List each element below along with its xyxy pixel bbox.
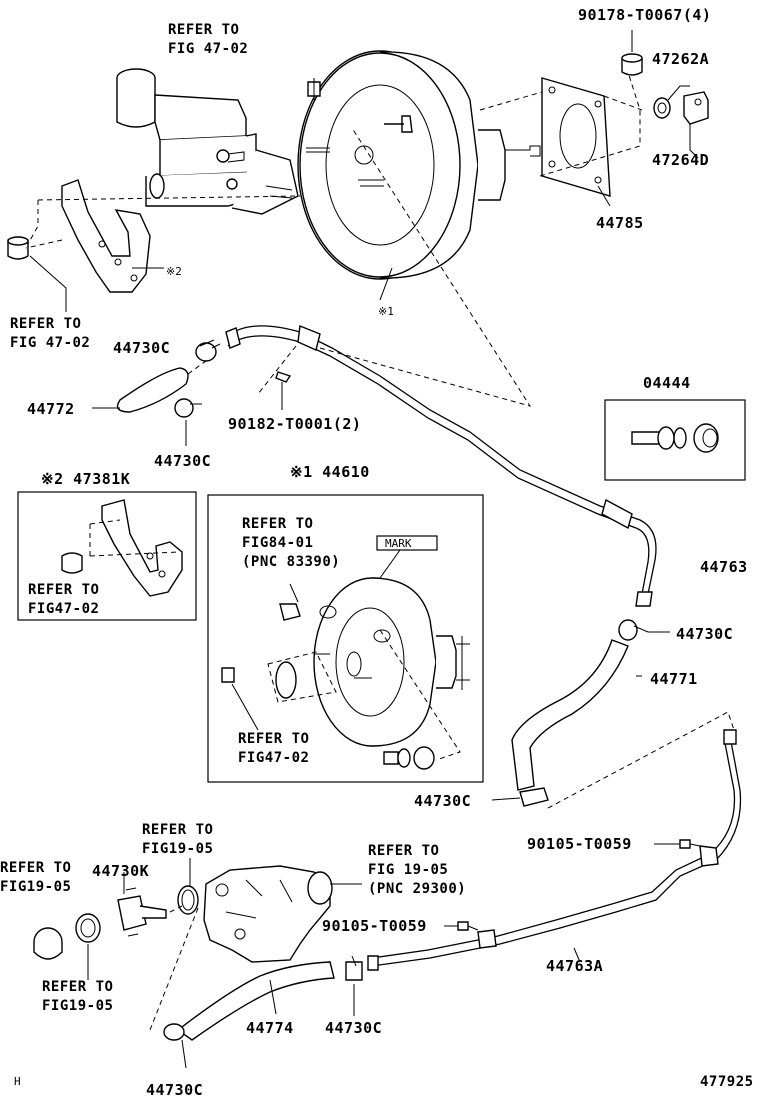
nut-icon <box>621 53 643 76</box>
label-47262a: 47262A <box>652 50 709 68</box>
mark-1-top: ※1 <box>378 305 394 318</box>
bolt-icon <box>679 839 701 849</box>
hose-clamp-icon <box>174 398 202 418</box>
sensor-icon <box>279 603 301 621</box>
gasket-drawing <box>541 77 611 197</box>
union-fitting-icon <box>117 887 167 937</box>
hose-drawing <box>511 639 629 791</box>
label-44785: 44785 <box>596 214 644 232</box>
nut-icon <box>221 667 235 683</box>
hose-clamp-icon <box>519 787 549 807</box>
washer-icon <box>653 97 671 119</box>
label-90178-t0067: 90178-T0067(4) <box>578 6 711 24</box>
box2-title: ※2 47381K <box>41 470 130 488</box>
label-44730c-a: 44730C <box>113 339 170 357</box>
mark-2-top: ※2 <box>166 265 182 278</box>
label-44730c-f: 44730C <box>146 1081 203 1099</box>
o-ring-icon <box>177 885 199 915</box>
check-valve-detail-icon <box>383 746 435 770</box>
label-90105-t0059-a: 90105-T0059 <box>527 835 632 853</box>
label-44730c-e: 44730C <box>325 1019 382 1037</box>
label-44772: 44772 <box>27 400 75 418</box>
vacuum-pipe-drawing <box>225 325 657 607</box>
repair-kit-box <box>604 399 746 481</box>
nut-icon <box>61 552 83 574</box>
brake-booster-detail-drawing <box>275 577 470 747</box>
hose-clamp-icon <box>195 339 221 362</box>
diagram-id: 477925 <box>700 1074 754 1090</box>
label-90105-t0059-b: 90105-T0059 <box>322 917 427 935</box>
booster-assembly-box <box>207 494 484 783</box>
cap-icon <box>33 927 63 960</box>
master-cylinder-drawing <box>116 68 299 215</box>
grommet-icon <box>275 371 292 383</box>
label-44774: 44774 <box>246 1019 294 1037</box>
hose-clamp-icon <box>163 1023 185 1041</box>
label-04444: 04444 <box>643 374 691 392</box>
vacuum-pipe-lower-drawing <box>367 729 742 971</box>
vacuum-pump-drawing <box>203 865 333 963</box>
mark-label: MARK <box>385 537 412 550</box>
hose-clamp-icon <box>618 619 670 641</box>
label-44763a: 44763A <box>546 957 603 975</box>
label-44763: 44763 <box>700 558 748 576</box>
clevis-icon <box>683 91 709 125</box>
label-90182-t0001: 90182-T0001(2) <box>228 415 361 433</box>
hose-clamp-icon <box>345 955 363 981</box>
label-44771: 44771 <box>650 670 698 688</box>
bolt-icon <box>457 921 479 931</box>
washer-icon <box>75 913 101 943</box>
hose-drawing <box>176 961 335 1041</box>
label-44730k: 44730K <box>92 862 149 880</box>
label-44730c-c: 44730C <box>676 625 733 643</box>
bracket-drawing-top <box>61 179 151 293</box>
bracket-variant-box <box>17 491 197 621</box>
brake-booster-drawing <box>297 50 541 280</box>
box1-title: ※1 44610 <box>290 463 370 481</box>
label-44730c-b: 44730C <box>154 452 211 470</box>
corner-mark: H <box>14 1075 21 1088</box>
hose-drawing <box>116 367 189 413</box>
label-47264d: 47264D <box>652 151 709 169</box>
mark-tag <box>376 535 438 551</box>
label-44730c-d: 44730C <box>414 792 471 810</box>
nut-icon <box>7 236 29 260</box>
bracket-drawing-box <box>101 499 183 597</box>
check-valve-icon <box>631 423 719 453</box>
